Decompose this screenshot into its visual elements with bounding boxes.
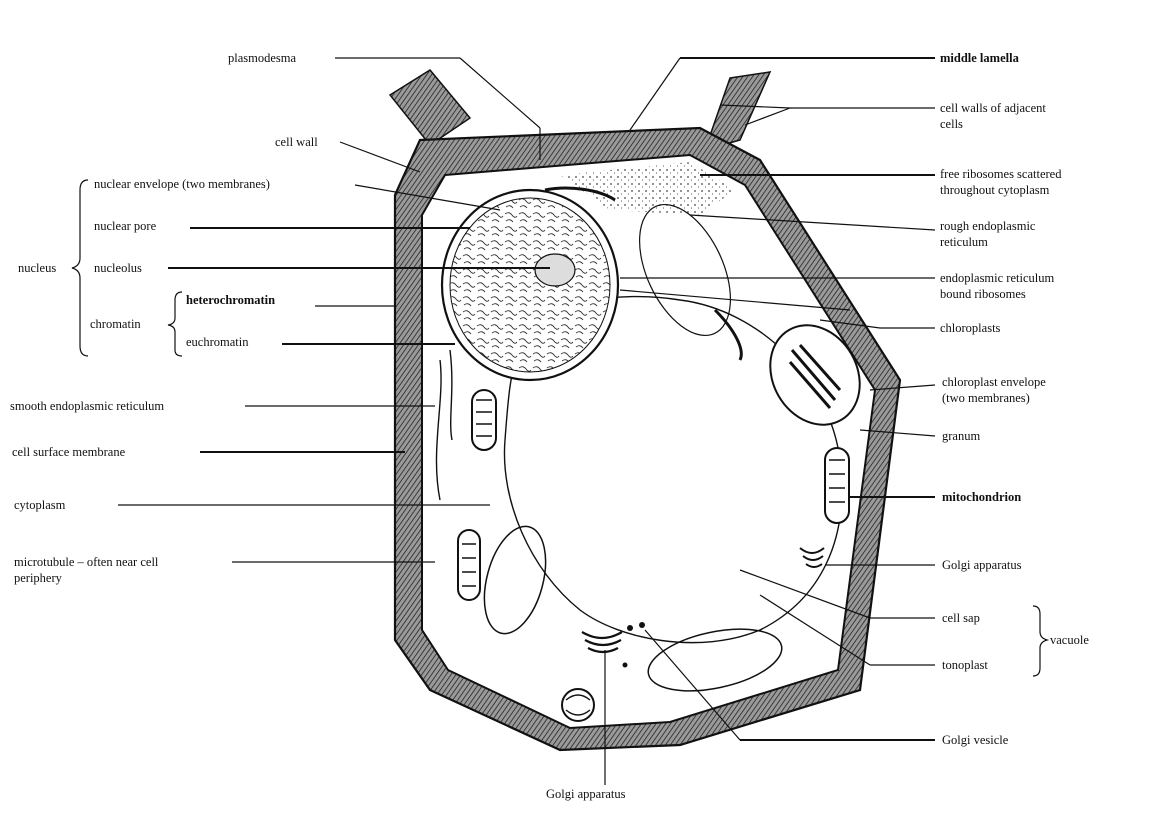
- vacuole-bracket: [1032, 605, 1050, 677]
- label-nucleolus: nucleolus: [94, 261, 142, 275]
- label-plasmodesma: plasmodesma: [228, 51, 296, 65]
- label-golgi-vesicle: Golgi vesicle: [942, 733, 1009, 747]
- nucleus-shape: [440, 188, 620, 382]
- label-smooth-er: smooth endoplasmic reticulum: [10, 399, 164, 413]
- label-euchromatin: euchromatin: [186, 335, 249, 349]
- label-er-bound-ribosomes: endoplasmic reticulum: [940, 271, 1054, 285]
- nucleus-bracket: [71, 179, 89, 357]
- ribosome-region: [560, 162, 735, 215]
- label-chromatin: chromatin: [90, 317, 141, 331]
- label-nuclear-pore: nuclear pore: [94, 219, 157, 233]
- label-microtubule-2: periphery: [14, 571, 63, 585]
- label-granum: granum: [942, 429, 980, 443]
- leader-lines: [118, 57, 936, 785]
- label-heterochromatin: heterochromatin: [186, 293, 275, 307]
- label-cell-sap: cell sap: [942, 611, 980, 625]
- chromatin-bracket: [167, 291, 183, 357]
- label-rough-er-2: reticulum: [940, 235, 988, 249]
- vesicle-shape: [483, 525, 547, 635]
- label-cell-surface-membrane: cell surface membrane: [12, 445, 126, 459]
- label-chloroplast-envelope-2: (two membranes): [942, 391, 1030, 405]
- chloroplast-shapes: [638, 203, 861, 426]
- label-chloroplasts: chloroplasts: [940, 321, 1001, 335]
- golgi-shapes: [581, 547, 825, 668]
- label-cell-walls-adjacent-2: cells: [940, 117, 963, 131]
- label-nucleus: nucleus: [18, 261, 56, 275]
- label-rough-er: rough endoplasmic: [940, 219, 1036, 233]
- vacuole-shape: [503, 295, 843, 644]
- label-vacuole: vacuole: [1050, 633, 1089, 647]
- mitochondrion-shapes: [457, 389, 850, 722]
- label-middle-lamella: middle lamella: [940, 51, 1020, 65]
- label-cell-wall: cell wall: [275, 135, 318, 149]
- label-microtubule: microtubule – often near cell: [14, 555, 159, 569]
- er-shape: [435, 359, 442, 501]
- label-nuclear-envelope: nuclear envelope (two membranes): [94, 177, 270, 191]
- label-er-bound-ribosomes-2: bound ribosomes: [940, 287, 1026, 301]
- label-tonoplast: tonoplast: [942, 658, 988, 672]
- label-free-ribosomes: free ribosomes scattered: [940, 167, 1062, 181]
- label-golgi-apparatus-right: Golgi apparatus: [942, 558, 1022, 572]
- label-chloroplast-envelope: chloroplast envelope: [942, 375, 1046, 389]
- label-cytoplasm: cytoplasm: [14, 498, 66, 512]
- vesicle-shape: [647, 628, 783, 692]
- label-cell-walls-adjacent: cell walls of adjacent: [940, 101, 1046, 115]
- label-free-ribosomes-2: throughout cytoplasm: [940, 183, 1050, 197]
- label-mitochondrion: mitochondrion: [942, 490, 1021, 504]
- label-golgi-apparatus-bottom: Golgi apparatus: [546, 787, 626, 801]
